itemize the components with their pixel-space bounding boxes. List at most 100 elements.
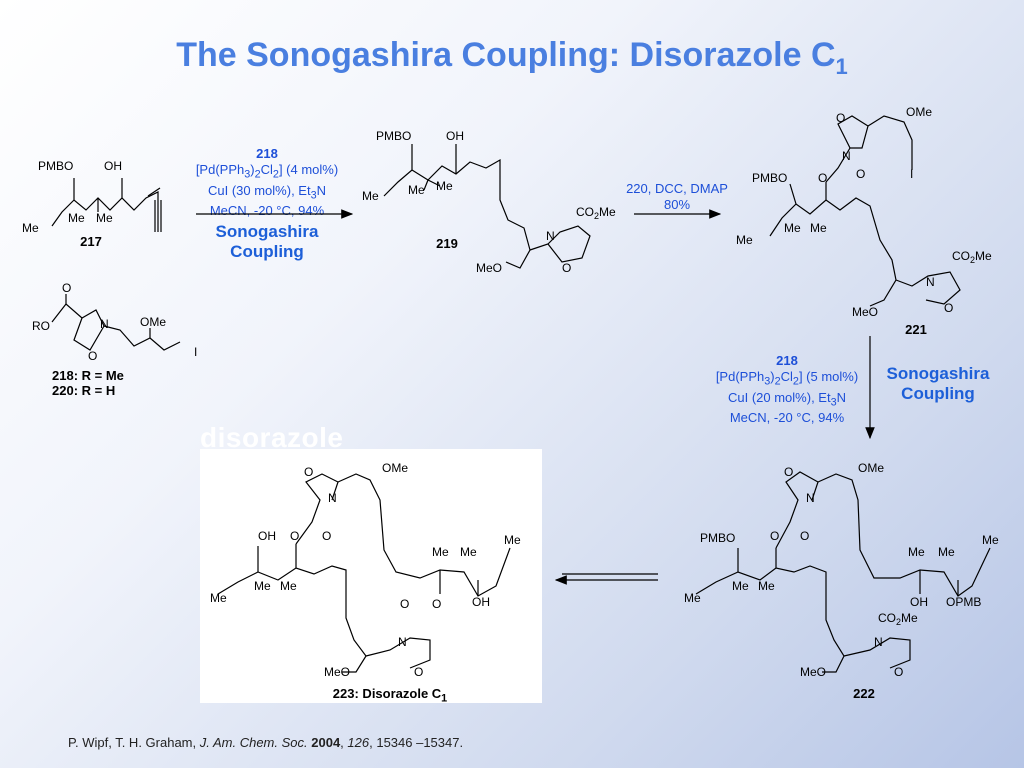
atom-219-o: O bbox=[562, 261, 571, 275]
atom-217-me3: Me bbox=[22, 221, 39, 235]
label-222: 222 bbox=[853, 686, 875, 701]
atom-222-pmbo: PMBO bbox=[700, 531, 735, 545]
atom-222-opmb: OPMB bbox=[946, 595, 981, 609]
atom-223-o-carbonyl: O bbox=[322, 529, 331, 543]
atom-221-ome: OMe bbox=[906, 105, 932, 119]
step3-catalyst: [Pd(PPh3)2Cl2] (5 mol%) bbox=[715, 369, 859, 388]
slide-title: The Sonogashira Coupling: Disorazole C1 bbox=[0, 36, 1024, 80]
atom-221-o-carbonyl: O bbox=[856, 167, 865, 181]
atom-222-me4: Me bbox=[908, 545, 925, 559]
atom-217-oh: OH bbox=[104, 159, 122, 173]
atom-223-me4: Me bbox=[432, 545, 449, 559]
atom-223-o-ester: O bbox=[290, 529, 299, 543]
atom-222-oh: OH bbox=[910, 595, 928, 609]
atom-222-o-carbonyl: O bbox=[800, 529, 809, 543]
label-220: 220: R = H bbox=[52, 383, 116, 398]
atom-218-ome: OMe bbox=[140, 315, 166, 329]
step3-conditions: 218 [Pd(PPh3)2Cl2] (5 mol%) CuI (20 mol%… bbox=[700, 353, 874, 426]
atom-222-ome: OMe bbox=[858, 461, 884, 475]
atom-223-o2: O bbox=[414, 665, 423, 679]
label-217: 217 bbox=[80, 234, 102, 249]
atom-223-meo: MeO bbox=[324, 665, 350, 679]
bond-219 bbox=[383, 158, 531, 269]
step1-conditions: 218 [Pd(PPh3)2Cl2] (4 mol%) CuI (30 mol%… bbox=[182, 146, 352, 219]
atom-221-me3: Me bbox=[736, 233, 753, 247]
reference: P. Wipf, T. H. Graham, J. Am. Chem. Soc.… bbox=[68, 735, 464, 750]
atom-223-me6: Me bbox=[504, 533, 521, 547]
atom-222-n2: N bbox=[874, 635, 883, 649]
title-subscript: 1 bbox=[835, 53, 848, 79]
atom-222-o2: O bbox=[894, 665, 903, 679]
atom-217-me2: Me bbox=[96, 211, 113, 225]
atom-221-me1: Me bbox=[784, 221, 801, 235]
step2-line2: 80% bbox=[663, 197, 691, 212]
arrow-step4 bbox=[554, 573, 658, 585]
atom-223-o-ring: O bbox=[304, 465, 313, 479]
step1-catalyst: [Pd(PPh3)2Cl2] (4 mol%) bbox=[195, 162, 339, 181]
atom-219-pmbo: PMBO bbox=[376, 129, 411, 143]
title-main: The Sonogashira Coupling: Disorazole C bbox=[176, 36, 836, 74]
atom-222-me6: Me bbox=[982, 533, 999, 547]
atom-221-meo: MeO bbox=[852, 305, 878, 319]
label-219: 219 bbox=[436, 236, 458, 251]
step1-reagent: 218 bbox=[256, 146, 278, 161]
atom-219-meo: MeO bbox=[476, 261, 502, 275]
atom-221-o-ring: O bbox=[836, 111, 845, 125]
atom-219-co2me: CO2Me bbox=[576, 205, 616, 221]
bond-217 bbox=[51, 191, 159, 232]
atom-218-ro: RO bbox=[32, 319, 50, 333]
atom-222-me3: Me bbox=[684, 591, 701, 605]
label-218: 218: R = Me bbox=[52, 368, 124, 383]
bond-218 bbox=[51, 303, 105, 351]
atom-222-co2me: CO2Me bbox=[878, 611, 918, 627]
atom-219-me1: Me bbox=[408, 183, 425, 197]
atom-221-n: N bbox=[842, 149, 851, 163]
atom-222-me5: Me bbox=[938, 545, 955, 559]
atom-222-n: N bbox=[806, 491, 815, 505]
label-221: 221 bbox=[905, 322, 927, 337]
atom-222-o-ester: O bbox=[770, 529, 779, 543]
atom-217-pmbo: PMBO bbox=[38, 159, 73, 173]
atom-223-n2: N bbox=[398, 635, 407, 649]
atom-222-meo: MeO bbox=[800, 665, 826, 679]
label-223: 223: Disorazole C1 bbox=[332, 686, 448, 705]
atom-218-o-carbonyl: O bbox=[62, 281, 71, 295]
atom-219-me2: Me bbox=[436, 179, 453, 193]
overlay-text: disorazole bbox=[200, 422, 344, 453]
atom-221-co2me: CO2Me bbox=[952, 249, 992, 265]
step1-copper: CuI (30 mol%), Et3N bbox=[207, 182, 326, 202]
atom-223-me3: Me bbox=[210, 591, 227, 605]
step2-conditions: 220, DCC, DMAP 80% bbox=[612, 181, 742, 213]
atom-218-o-ring: O bbox=[88, 349, 97, 363]
atom-222-o-ring: O bbox=[784, 465, 793, 479]
atom-222-me1: Me bbox=[732, 579, 749, 593]
atom-217-me1: Me bbox=[68, 211, 85, 225]
step3-solvent: MeCN, -20 °C, 94% bbox=[729, 410, 845, 426]
atom-223-me2: Me bbox=[280, 579, 297, 593]
atom-223-o-carbonyl2: O bbox=[400, 597, 409, 611]
atom-222-me2: Me bbox=[758, 579, 775, 593]
atom-223-n: N bbox=[328, 491, 337, 505]
atom-221-n2: N bbox=[926, 275, 935, 289]
atom-223-me1: Me bbox=[254, 579, 271, 593]
step3-copper: CuI (20 mol%), Et3N bbox=[727, 389, 846, 409]
atom-223-o-ester2: O bbox=[432, 597, 441, 611]
step2-line1: 220, DCC, DMAP bbox=[626, 181, 728, 196]
atom-221-pmbo: PMBO bbox=[752, 171, 787, 185]
atom-219-n: N bbox=[546, 229, 555, 243]
step3-reagent: 218 bbox=[776, 353, 798, 368]
atom-219-oh: OH bbox=[446, 129, 464, 143]
atom-223-ome: OMe bbox=[382, 461, 408, 475]
atom-221-i: I bbox=[910, 167, 913, 181]
atom-223-oh1: OH bbox=[258, 529, 276, 543]
atom-218-n: N bbox=[100, 317, 109, 331]
product-box bbox=[200, 449, 542, 703]
atom-221-me2: Me bbox=[810, 221, 827, 235]
atom-223-me5: Me bbox=[460, 545, 477, 559]
atom-218-i: I bbox=[194, 345, 197, 359]
atom-219-me3: Me bbox=[362, 189, 379, 203]
